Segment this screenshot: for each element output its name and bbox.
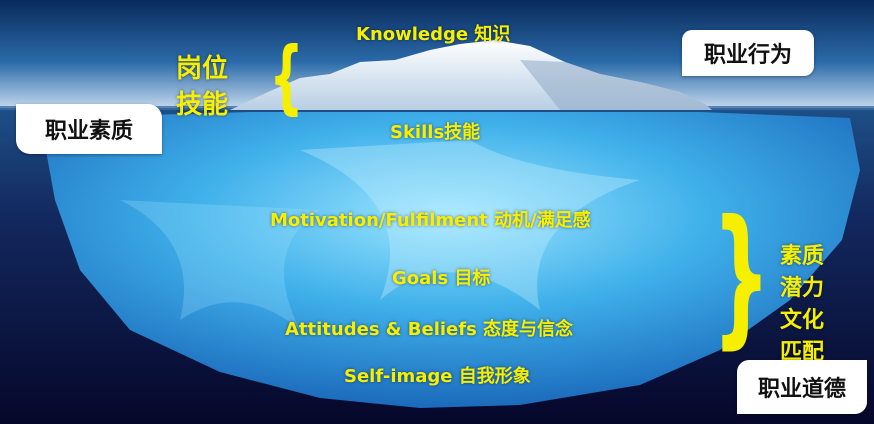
right-side-label-line3: 文化 (780, 308, 825, 333)
ice-highlight (300, 140, 640, 310)
underwater-iceberg (40, 112, 860, 408)
left-brace: { (269, 30, 304, 123)
right-brace: } (712, 189, 771, 363)
top-right-card: 职业行为 (682, 30, 814, 76)
iceberg-tip-shadow (520, 60, 712, 110)
top-right-card-text: 职业行为 (703, 43, 792, 68)
left-card: 职业素质 (16, 104, 162, 154)
left-card-text: 职业素质 (44, 119, 133, 144)
left-side-label-line1: 岗位 (176, 54, 229, 84)
bottom-right-card: 职业道德 (737, 360, 867, 414)
left-side-label-line2: 技能 (176, 90, 229, 120)
self-image-label: Self-image 自我形象 (344, 366, 531, 387)
right-side-label-line1: 素质 (780, 244, 825, 269)
knowledge-label: Knowledge 知识 (356, 24, 511, 45)
goals-label: Goals 目标 (392, 268, 491, 289)
skills-label: Skills技能 (390, 122, 481, 143)
bottom-right-card-text: 职业道德 (757, 377, 846, 402)
motivation-label: Motivation/Fulfilment 动机/满足感 (270, 210, 591, 231)
right-side-label-line2: 潜力 (780, 276, 825, 301)
ice-highlight (120, 200, 320, 330)
attitudes-label: Attitudes & Beliefs 态度与信念 (285, 319, 574, 340)
